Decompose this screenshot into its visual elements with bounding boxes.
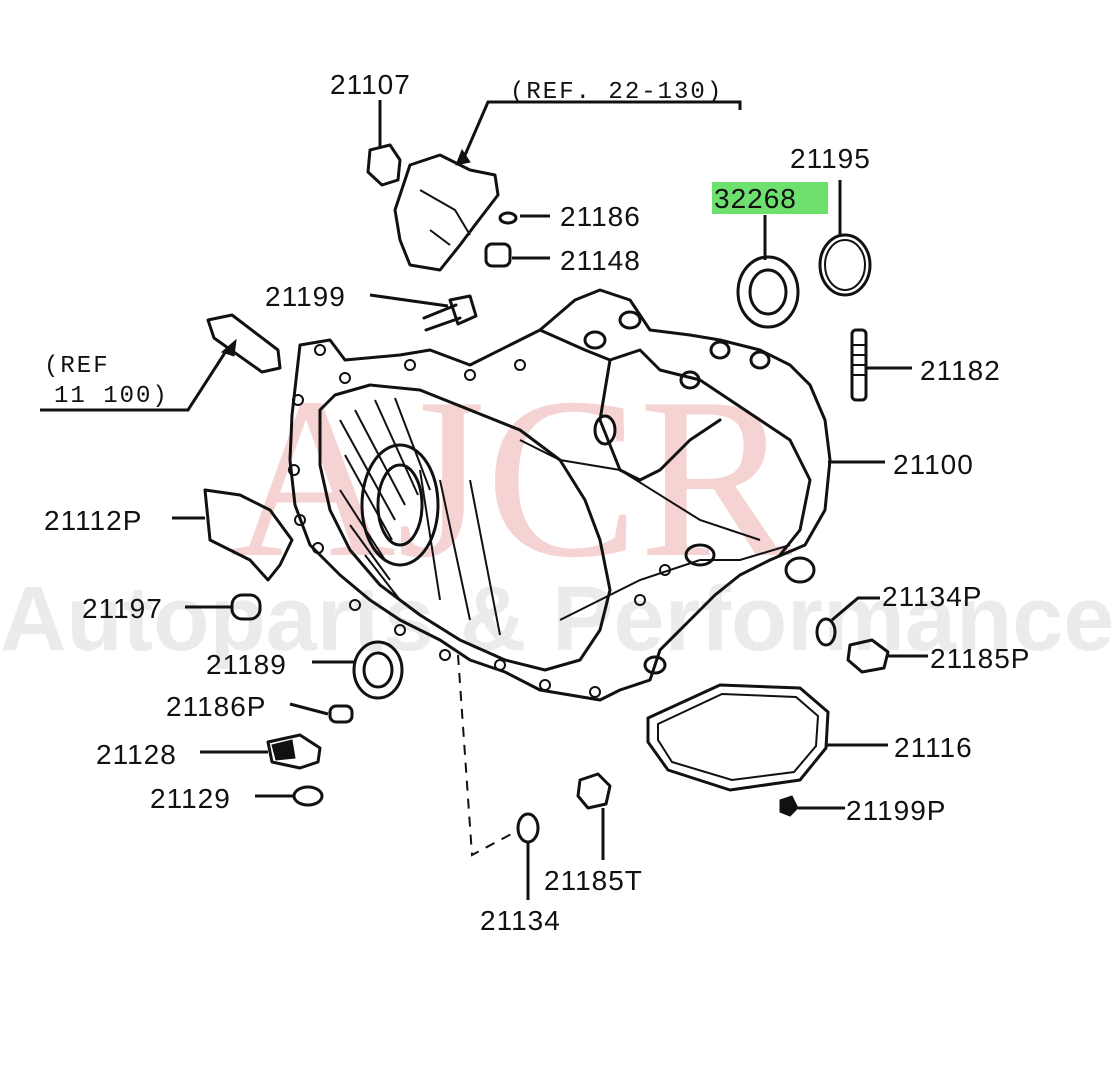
label-21107[interactable]: 21107: [330, 69, 411, 100]
ref-11-100-line1: (REF: [44, 353, 110, 380]
label-21197[interactable]: 21197: [82, 593, 163, 624]
part-21107-plug[interactable]: [366, 100, 402, 187]
part-21199p-bolt[interactable]: [779, 795, 845, 817]
part-21129-clip[interactable]: [255, 785, 324, 807]
part-21185p-plug[interactable]: [846, 638, 928, 674]
label-32268[interactable]: 32268: [714, 183, 797, 214]
label-21189[interactable]: 21189: [206, 649, 287, 680]
label-21199[interactable]: 21199: [265, 281, 346, 312]
part-21189-seal[interactable]: [312, 640, 404, 700]
part-21186p-pin[interactable]: [289, 702, 354, 724]
label-21134p[interactable]: 21134P: [882, 581, 982, 612]
part-21112p-cover[interactable]: [172, 488, 294, 582]
label-21112p[interactable]: 21112P: [44, 505, 142, 536]
label-21185t[interactable]: 21185T: [544, 865, 643, 896]
part-21199-bolt[interactable]: [369, 293, 478, 332]
watermark-tagline: Autoparts & Performance: [0, 568, 1114, 670]
part-21116-cover[interactable]: [646, 683, 888, 792]
label-21199p[interactable]: 21199P: [846, 795, 946, 826]
label-21128[interactable]: 21128: [96, 739, 177, 770]
transmission-case[interactable]: [288, 288, 832, 702]
label-21116[interactable]: 21116: [894, 732, 973, 763]
ref-11-100-line2: 11 100): [54, 383, 169, 410]
part-21134-washer[interactable]: [516, 812, 540, 900]
label-21186[interactable]: 21186: [560, 201, 641, 232]
label-21129[interactable]: 21129: [150, 783, 231, 814]
sensor-assembly[interactable]: [393, 100, 742, 272]
ref-bracket[interactable]: [40, 313, 282, 412]
label-21195[interactable]: 21195: [790, 143, 871, 174]
part-21182-stud[interactable]: [850, 328, 912, 402]
part-21195-ring[interactable]: [818, 180, 872, 297]
part-21186-pin[interactable]: [498, 211, 550, 225]
watermark-logo: AJCR: [230, 350, 793, 605]
highlight-32268: [712, 182, 828, 214]
label-21100[interactable]: 21100: [893, 449, 974, 480]
guide-line: [457, 654, 516, 857]
part-21197-plug[interactable]: [185, 593, 262, 621]
label-21186p[interactable]: 21186P: [166, 691, 266, 722]
part-21134p-washer[interactable]: [815, 596, 880, 647]
part-21148-bushing[interactable]: [484, 242, 550, 268]
label-21185p[interactable]: 21185P: [930, 643, 1030, 674]
part-32268-oil-seal[interactable]: [736, 215, 800, 329]
label-21148[interactable]: 21148: [560, 245, 641, 276]
part-21128-bracket[interactable]: [200, 733, 322, 770]
label-21182[interactable]: 21182: [920, 355, 1001, 386]
part-21185t-plug[interactable]: [576, 772, 612, 860]
label-21134[interactable]: 21134: [480, 905, 561, 936]
ref-22-130: (REF. 22-130): [510, 79, 723, 106]
